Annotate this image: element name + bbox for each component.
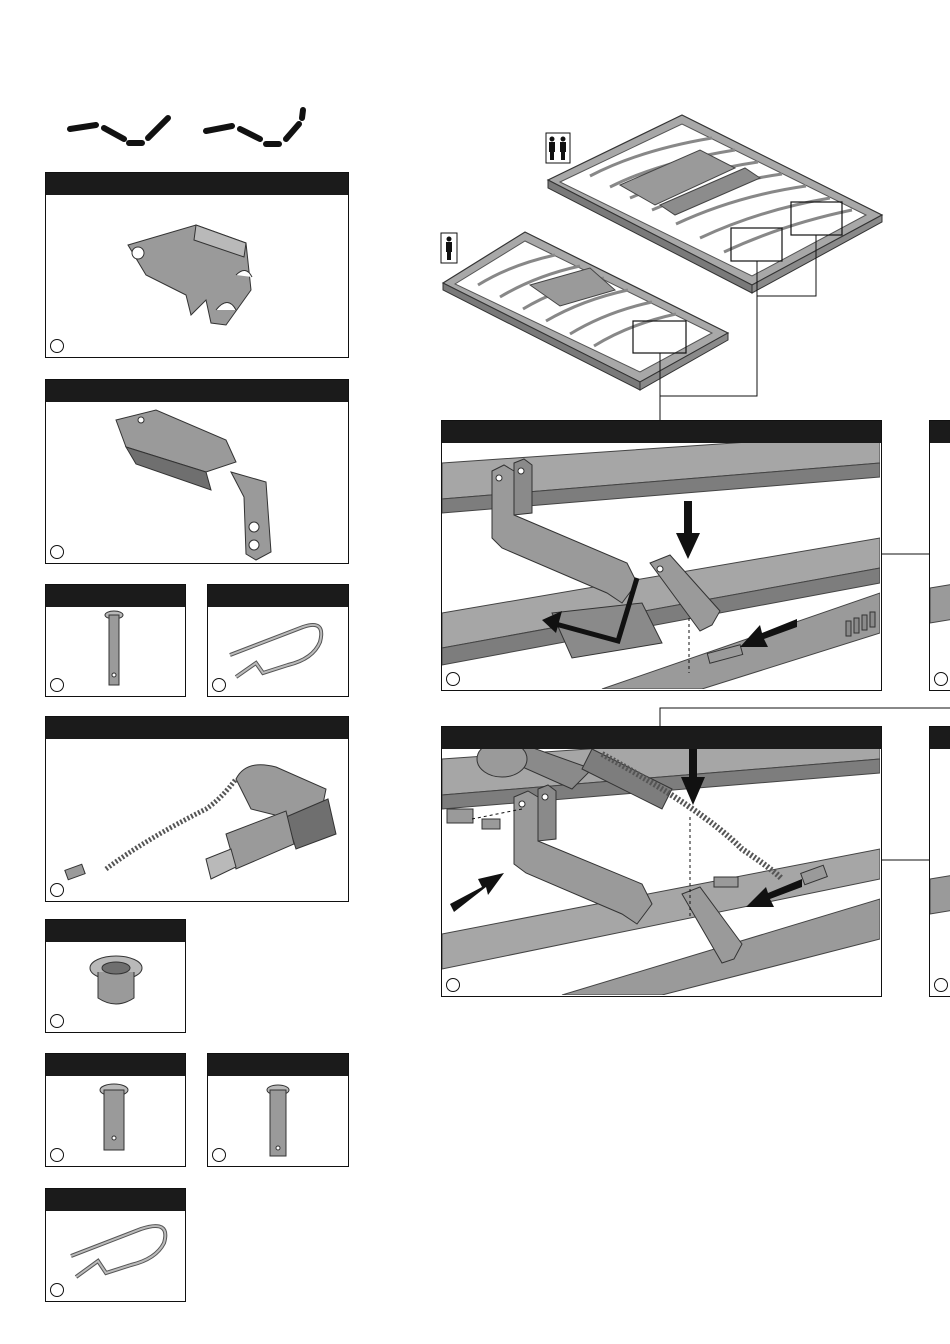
panel-connectors bbox=[0, 0, 950, 1344]
